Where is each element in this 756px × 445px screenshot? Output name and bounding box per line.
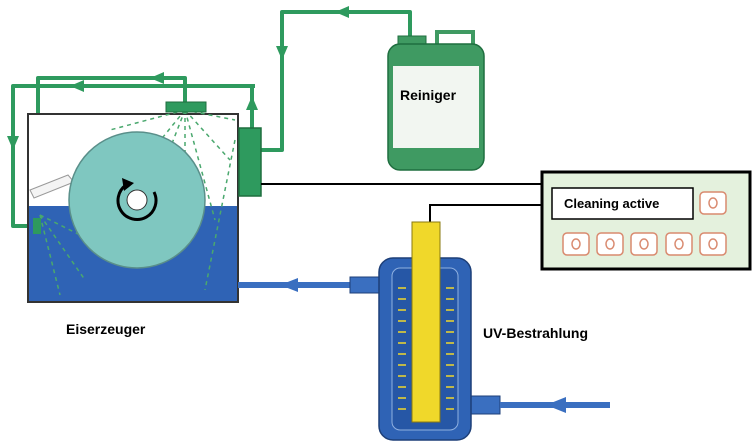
button-ring-icon xyxy=(708,238,718,250)
controller-button-2[interactable] xyxy=(562,232,590,256)
rotation-arrow-icon xyxy=(116,183,158,221)
water-flow-arrow-left xyxy=(280,278,298,292)
button-ring-icon xyxy=(571,238,581,250)
controller-panel xyxy=(540,170,752,271)
status-display xyxy=(551,187,694,220)
button-ring-icon xyxy=(639,238,649,250)
button-ring-icon xyxy=(674,238,684,250)
controller-button-4[interactable] xyxy=(630,232,658,256)
cleaner-flow-arrows xyxy=(7,6,349,150)
ice-maker-label: Eiserzeuger xyxy=(66,321,146,337)
uv-inlet xyxy=(469,395,501,415)
uv-lamp xyxy=(411,221,441,423)
left-inlet xyxy=(33,218,41,234)
controller-button-5[interactable] xyxy=(665,232,693,256)
rotation-arrowhead-icon xyxy=(122,178,134,191)
cleaner-piping xyxy=(11,10,412,228)
water-piping xyxy=(238,276,610,415)
water-flow-arrow-in xyxy=(546,397,566,413)
button-ring-icon xyxy=(708,197,718,209)
uv-label: UV-Bestrahlung xyxy=(483,325,588,341)
controller-button-6[interactable] xyxy=(699,232,727,256)
cleaner-label: Reiniger xyxy=(400,87,457,103)
signal-cables xyxy=(261,183,542,222)
ice-maker xyxy=(27,101,262,303)
uv-outlet xyxy=(349,276,381,294)
cleaner-canister xyxy=(387,30,485,171)
uv-chamber xyxy=(378,221,472,441)
dosing-valve xyxy=(238,127,262,197)
controller-button-3[interactable] xyxy=(596,232,624,256)
display-text: Cleaning active xyxy=(564,196,659,211)
cleaner-label-area xyxy=(393,66,479,148)
button-ring-icon xyxy=(605,238,615,250)
drum-hub xyxy=(126,189,148,211)
spray-nozzle xyxy=(165,101,207,113)
controller-button-1[interactable] xyxy=(699,191,727,215)
